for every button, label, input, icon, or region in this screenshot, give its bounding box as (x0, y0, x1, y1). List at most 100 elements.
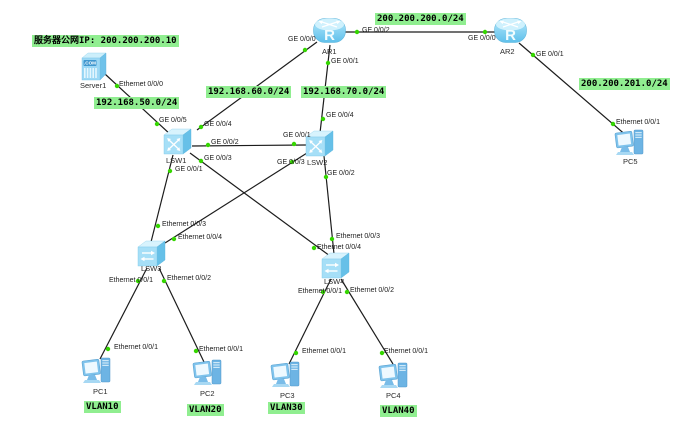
server-icon: .COM (79, 52, 109, 85)
device-lsw1[interactable] (162, 128, 193, 155)
annotation-net-192-168-50-0-24[interactable]: 192.168.50.0/24 (94, 97, 180, 109)
link-lsw2-lsw3[interactable] (164, 152, 308, 244)
router-icon: R (313, 18, 346, 47)
port-label-lsw3: Ethernet 0/0/2 (167, 275, 211, 282)
device-lsw3[interactable] (136, 239, 167, 267)
port-dot-lsw2 (320, 116, 326, 122)
annotation-net-192-168-70-0-24[interactable]: 192.168.70.0/24 (301, 86, 387, 98)
device-label-server1: Server1 (80, 81, 107, 90)
device-pc3[interactable] (269, 359, 303, 392)
device-pc2[interactable] (191, 357, 225, 390)
access-switch-icon (320, 252, 351, 283)
link-lsw3-pc2[interactable] (158, 267, 205, 363)
port-dot-pc2 (193, 348, 199, 354)
port-dot-lsw1 (198, 124, 204, 130)
port-dot-lsw1 (205, 142, 211, 148)
port-label-pc1: Ethernet 0/0/1 (114, 344, 158, 351)
device-pc1[interactable] (80, 355, 114, 388)
device-ar1[interactable]: R (313, 16, 346, 44)
port-label-pc5: Ethernet 0/0/1 (616, 119, 660, 126)
annotation-server-public-ip[interactable]: 服务器公网IP: 200.200.200.10 (32, 35, 179, 47)
port-dot-lsw2 (289, 159, 295, 165)
device-lsw4[interactable] (320, 251, 351, 279)
port-label-lsw4: Ethernet 0/0/3 (336, 233, 380, 240)
device-label-pc4: PC4 (386, 391, 401, 400)
port-label-lsw1: GE 0/0/4 (204, 121, 232, 128)
port-label-lsw4: Ethernet 0/0/4 (317, 244, 361, 251)
port-label-lsw1: GE 0/0/5 (159, 117, 187, 124)
pc-icon (269, 361, 303, 396)
device-label-pc2: PC2 (200, 389, 215, 398)
link-lsw4-pc4[interactable] (340, 278, 394, 365)
port-dot-ar2 (482, 29, 488, 35)
port-label-lsw4: Ethernet 0/0/2 (350, 287, 394, 294)
device-pc5[interactable] (613, 127, 647, 160)
pc-icon (377, 362, 411, 397)
device-label-lsw1: LSW1 (166, 156, 187, 165)
port-dot-pc3 (293, 350, 299, 356)
port-dot-lsw1 (167, 168, 173, 174)
port-label-ar1: GE 0/0/2 (362, 27, 390, 34)
port-label-lsw1: GE 0/0/1 (175, 166, 203, 173)
access-switch-icon (136, 240, 167, 271)
core-switch-icon (304, 130, 335, 161)
svg-text:R: R (505, 27, 516, 43)
device-lsw2[interactable] (304, 130, 335, 157)
port-dot-lsw4 (329, 236, 335, 242)
device-label-lsw2: LSW2 (307, 158, 328, 167)
port-label-lsw3: Ethernet 0/0/4 (178, 234, 222, 241)
annotation-vlan10[interactable]: VLAN10 (84, 401, 121, 413)
device-label-lsw3: LSW3 (141, 264, 162, 273)
port-label-lsw2: GE 0/0/3 (277, 159, 305, 166)
link-lsw1-lsw3[interactable] (150, 154, 174, 243)
link-lsw1-lsw4[interactable] (189, 152, 331, 257)
port-label-lsw4: Ethernet 0/0/1 (298, 288, 342, 295)
port-label-lsw1: GE 0/0/2 (211, 139, 239, 146)
port-dot-lsw4 (311, 245, 317, 251)
annotation-net-200-200-201-0-24[interactable]: 200.200.201.0/24 (579, 78, 670, 90)
device-ar2[interactable]: R (494, 16, 527, 44)
annotation-vlan20[interactable]: VLAN20 (187, 404, 224, 416)
port-dot-ar2 (530, 52, 536, 58)
port-label-server1: Ethernet 0/0/0 (119, 81, 163, 88)
port-dot-lsw3 (135, 278, 141, 284)
port-dot-ar1 (354, 29, 360, 35)
link-lsw3-pc1[interactable] (99, 267, 148, 360)
device-label-pc1: PC1 (93, 387, 108, 396)
device-server1[interactable]: .COM (79, 51, 109, 81)
port-label-ar2: GE 0/0/1 (536, 51, 564, 58)
link-lsw1-lsw2[interactable] (191, 144, 307, 147)
annotation-net-200-200-200-0-24[interactable]: 200.200.200.0/24 (375, 13, 466, 25)
port-dot-lsw3 (161, 278, 167, 284)
annotation-net-192-168-60-0-24[interactable]: 192.168.60.0/24 (206, 86, 292, 98)
device-pc4[interactable] (377, 360, 411, 393)
pc-icon (613, 129, 647, 164)
port-dot-lsw3 (155, 223, 161, 229)
svg-text:.COM: .COM (84, 61, 96, 66)
annotation-vlan40[interactable]: VLAN40 (380, 405, 417, 417)
device-label-pc5: PC5 (623, 157, 638, 166)
core-switch-icon (162, 128, 193, 159)
port-label-lsw3: Ethernet 0/0/3 (162, 221, 206, 228)
port-dot-ar1 (302, 47, 308, 53)
link-ar2-pc5[interactable] (518, 42, 629, 138)
router-icon: R (494, 18, 527, 47)
annotation-vlan30[interactable]: VLAN30 (268, 402, 305, 414)
pc-icon (80, 357, 114, 392)
port-dot-lsw1 (154, 121, 160, 127)
port-label-pc3: Ethernet 0/0/1 (302, 348, 346, 355)
port-dot-lsw1 (198, 158, 204, 164)
port-label-lsw3: Ethernet 0/0/1 (109, 277, 153, 284)
device-label-ar1: AR1 (322, 47, 337, 56)
svg-text:R: R (324, 27, 335, 43)
device-label-pc3: PC3 (280, 391, 295, 400)
port-label-ar1: GE 0/0/0 (288, 36, 316, 43)
port-dot-lsw3 (171, 236, 177, 242)
port-dot-server1 (114, 83, 120, 89)
port-dot-lsw4 (344, 289, 350, 295)
pc-icon (191, 359, 225, 394)
port-label-ar1: GE 0/0/1 (331, 58, 359, 65)
port-label-lsw2: GE 0/0/4 (326, 112, 354, 119)
